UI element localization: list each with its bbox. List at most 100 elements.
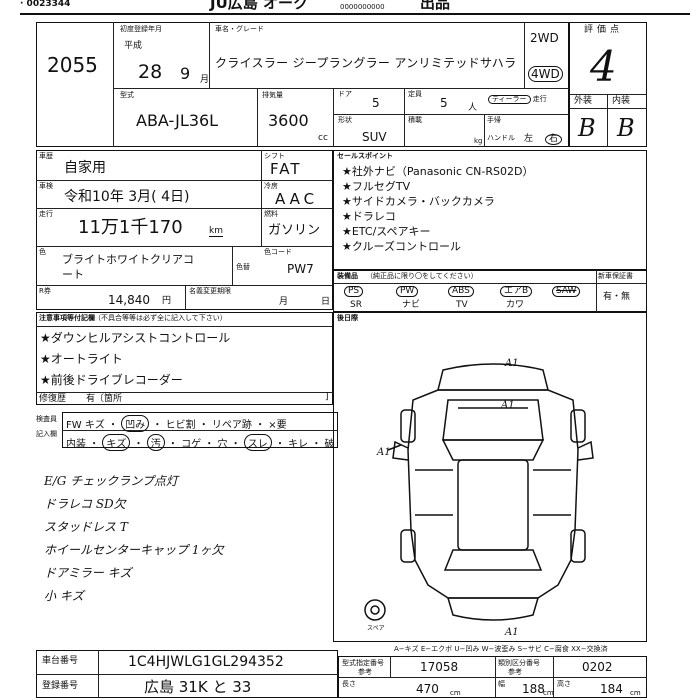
inspector-row-1: FW キズ ・ 凹み ・ ヒビ割 ・ リペア跡 ・ ×要 <box>66 415 287 432</box>
cert-value: 17058 <box>420 660 459 674</box>
displacement-unit: cc <box>318 133 328 143</box>
inspector-code: リペア跡 <box>211 420 252 431</box>
inspector-code: 破 <box>324 439 335 450</box>
expiry-label: 名義変更期限 <box>189 287 231 295</box>
inspector-code: 内装 <box>66 439 86 450</box>
damage-mark: A1 <box>504 627 519 638</box>
capacity-unit: 人 <box>468 103 478 113</box>
displacement-value: 3600 <box>268 111 309 130</box>
new-car-label: 新車保証書 <box>598 272 633 280</box>
fuel-label: 燃料 <box>264 210 278 218</box>
model-label: 車名・グレード <box>215 25 264 33</box>
length-unit: cm <box>450 689 461 697</box>
front-bumper <box>437 363 549 391</box>
damage-mark: A1 <box>376 447 391 458</box>
height-unit: cm <box>630 689 641 697</box>
expiry-day: 日 <box>321 297 331 307</box>
top-suffix: 出品 <box>420 0 451 12</box>
doors-label: ドア <box>338 90 352 98</box>
score-label: 評価点 <box>584 25 624 35</box>
equipment-item: ABS <box>448 286 474 297</box>
new-car-value: 有・無 <box>603 292 631 302</box>
score-value: 4 <box>590 42 617 91</box>
drive-4wd: 4WD <box>528 66 563 82</box>
dealer-label: ディーラー 走行 <box>488 95 547 104</box>
inspector-code: スレ <box>243 434 272 451</box>
selling-point: ★ETC/スペアキー <box>342 225 431 238</box>
roof <box>457 459 529 551</box>
ac-value: AAC <box>275 190 319 208</box>
divider <box>596 270 597 312</box>
plate-label: 登録番号 <box>42 681 79 691</box>
wheel-front-left <box>400 409 416 443</box>
drive-2wd: 2WD <box>530 31 559 45</box>
inspector-row-2: 内装 ・ キズ ・ 汚 ・ コゲ ・ 穴 ・ スレ ・ キレ ・ 破 <box>66 434 335 451</box>
usage-label: 車歴 <box>39 152 53 160</box>
selling-points-label: セールスポイント <box>337 152 393 160</box>
color-value-line1: ブライトホワイトクリアコ <box>62 253 194 266</box>
handle-label: ハンドル <box>487 134 515 142</box>
spare-tire <box>364 599 386 621</box>
divider <box>404 88 405 147</box>
tax-value: 14,840 <box>108 293 150 307</box>
divider <box>495 656 496 698</box>
equipment-item: TV <box>456 300 468 310</box>
damage-mark: A1 <box>504 358 519 369</box>
hood <box>442 399 544 441</box>
inspector-code: FW <box>66 420 82 431</box>
top-code: 0000000000 <box>340 3 385 11</box>
notes-label: 注意事項等付記欄 <box>39 314 95 322</box>
plate-value: 広島 31K と 33 <box>144 678 252 696</box>
doors-value: 5 <box>372 96 380 110</box>
handle-left: 左 <box>524 134 534 144</box>
top-info-frame <box>36 22 569 147</box>
cert-label: 型式指定番号 <box>342 659 384 667</box>
car-outline <box>407 389 579 599</box>
registration-year: 28 <box>138 61 163 83</box>
windshield <box>441 439 545 461</box>
height-label: 高さ <box>557 680 571 688</box>
body-value: SUV <box>362 130 387 144</box>
inspector-code: コゲ <box>181 439 202 450</box>
top-number: · 0023344 <box>20 0 71 9</box>
after-label: 後日際 <box>337 314 358 322</box>
divider <box>62 430 338 431</box>
selling-points-list: ★社外ナビ（Panasonic CN-RS02D） ★フルセグTV ★サイドカメ… <box>342 166 533 256</box>
wheel-front-right <box>570 409 586 443</box>
wheel-rear-left <box>400 529 416 563</box>
rear-bumper <box>446 597 540 621</box>
expiry-month: 月 <box>279 297 289 307</box>
diagram-legend: A−キズ E−エクボ U−凹み W−波歪み S−サビ C−腐食 XX−交換済 <box>394 645 608 653</box>
score-frame <box>569 22 647 147</box>
handwritten-line: スタッドレス T <box>44 520 128 534</box>
divider <box>36 674 338 675</box>
shift-value: FAT <box>270 160 302 178</box>
class-ref: 参考 <box>508 668 522 676</box>
vehicle-info-frame <box>36 150 333 310</box>
diagram-frame <box>333 312 647 642</box>
repair-value: 有〔箇所 <box>86 394 123 404</box>
handwritten-line: ホイールセンターキャップ 1ヶ欠 <box>44 543 224 557</box>
divider <box>36 208 333 209</box>
handwritten-line: ドラレコ SD欠 <box>44 497 126 511</box>
chassis-label: 車台番号 <box>42 656 79 666</box>
displacement-label: 排気量 <box>262 91 283 99</box>
note-item: ★ダウンヒルアシストコントロール <box>40 331 231 345</box>
model-name: クライスラー ジープラングラー アンリミテッドサハラ <box>215 56 517 70</box>
inspector-code: キズ <box>102 434 131 451</box>
mileage-label: 走行 <box>39 210 53 218</box>
divider <box>36 180 333 181</box>
divider <box>98 650 99 698</box>
tax-label: R券 <box>39 287 51 295</box>
color-change-label: 色替 <box>236 263 250 271</box>
equipment-item: エアB <box>500 286 533 297</box>
capacity-label: 定員 <box>408 90 422 98</box>
registration-month: 9 <box>180 64 191 83</box>
top-title: JU広島 オーク <box>210 0 308 12</box>
selling-point: ★サイドカメラ・バックカメラ <box>342 195 495 208</box>
repair-close: ] <box>325 392 329 402</box>
class-value: 0202 <box>582 660 613 674</box>
lot-number: 2055 <box>47 53 98 77</box>
hand-label: 手帰 <box>487 116 501 124</box>
interior-grade: B <box>617 114 635 142</box>
